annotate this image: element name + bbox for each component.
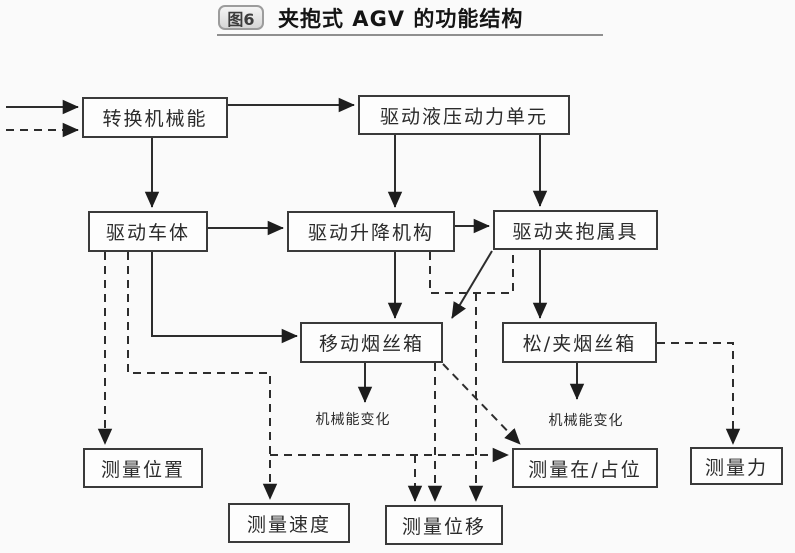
label-mech-change-left: 机械能变化 (315, 412, 391, 428)
node-measure-position: 测量位置 (83, 448, 203, 488)
node-clamp-release-box: 松/夹烟丝箱 (502, 322, 657, 363)
node-measure-speed: 测量速度 (228, 503, 350, 543)
edge-move-box-to-measure-occupancy-diagonal (442, 363, 521, 445)
edge-clamp-release-to-measure-force (657, 342, 741, 445)
node-measure-displacement: 测量位移 (385, 505, 503, 545)
edge-drive-clamp-to-move-box-diagonal (451, 250, 493, 319)
node-drive-body: 驱动车体 (88, 211, 208, 252)
edge-drive-lift-drive-clamp-dashed-link (429, 251, 514, 294)
label-mech-change-right: 机械能变化 (548, 413, 624, 429)
node-drive-lift: 驱动升降机构 (287, 211, 455, 252)
node-measure-force: 测量力 (690, 447, 783, 485)
edge-drive-body-to-move-box (151, 252, 298, 344)
node-drive-clamp: 驱动夹抱属具 (493, 210, 658, 250)
node-hydraulic-unit: 驱动液压动力单元 (358, 95, 570, 135)
node-measure-occupancy: 测量在/占位 (512, 448, 658, 488)
title-underline (217, 34, 603, 36)
node-convert-mech: 转换机械能 (82, 97, 228, 138)
figure-number-badge: 图6 (218, 5, 264, 30)
figure-title: 夹抱式 AGV 的功能结构 (278, 7, 524, 31)
node-move-box: 移动烟丝箱 (300, 322, 443, 363)
